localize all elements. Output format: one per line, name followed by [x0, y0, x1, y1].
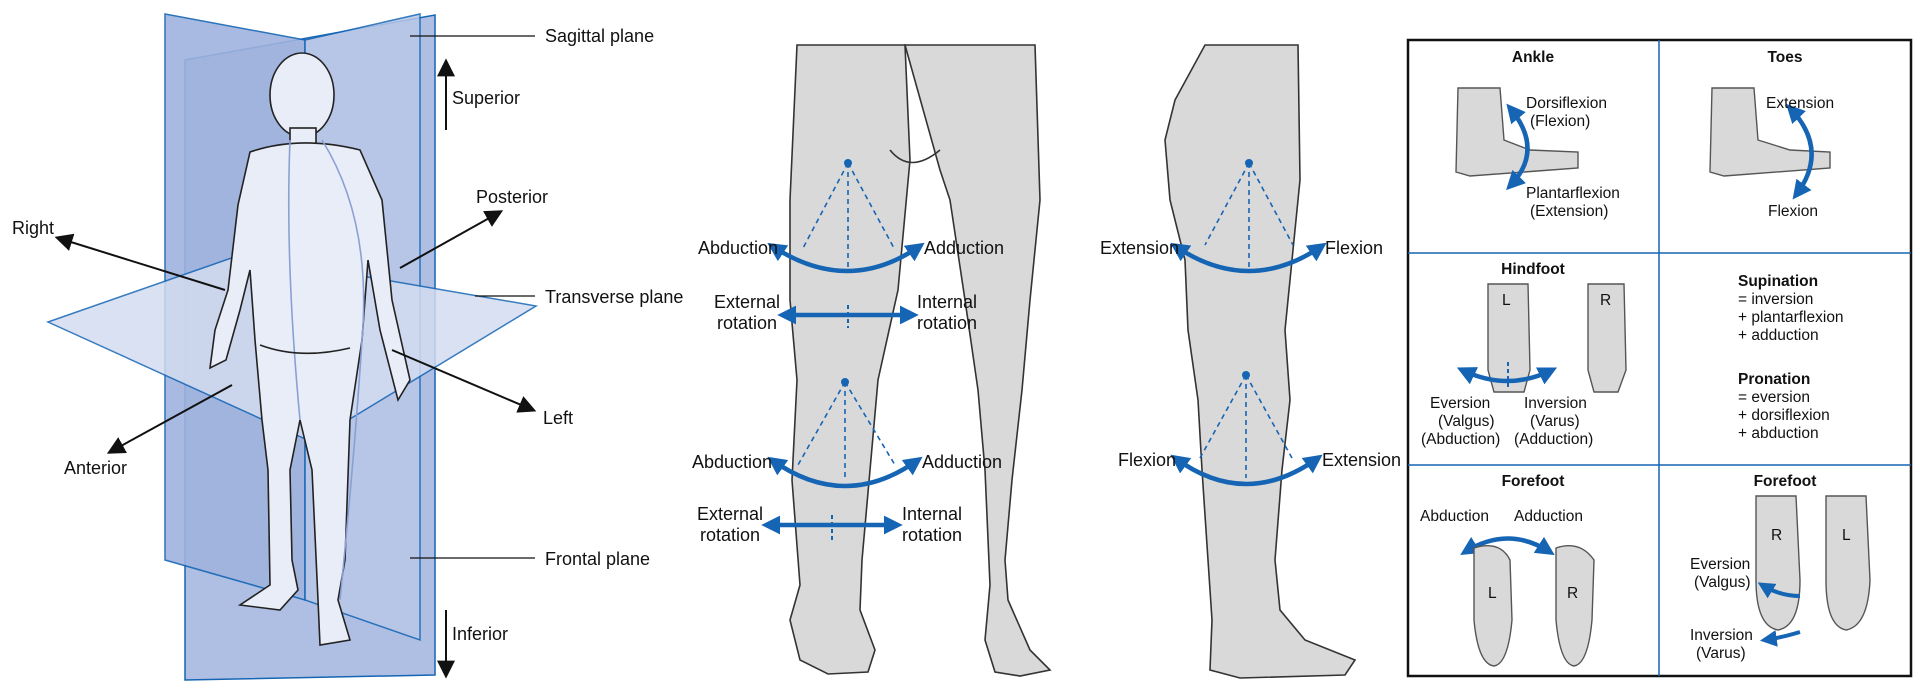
- hip-internal-rotation-label-1: Internal: [917, 292, 977, 312]
- pronation-line-3: + abduction: [1738, 425, 1819, 442]
- dorsiflexion-label: Dorsiflexion: [1526, 95, 1607, 112]
- toes-extension-flexion-arrow: [1786, 103, 1814, 200]
- pronation-line-2: + dorsiflexion: [1738, 407, 1830, 424]
- knee-flexion-extension-arrow: [1170, 454, 1323, 487]
- right-axis-arrow: [54, 233, 226, 291]
- knee-internal-rotation-label-2: rotation: [902, 525, 962, 545]
- inversion-label: Inversion: [1524, 395, 1587, 412]
- forefoot-eversion-arrow: [1757, 582, 1801, 599]
- side-leg-panel: Extension Flexion Flexion Extension: [1100, 44, 1401, 679]
- forefoot-abduction-adduction-arrow: [1460, 536, 1555, 556]
- toes-flexion-label: Flexion: [1768, 203, 1818, 220]
- sagittal-plane-label: Sagittal plane: [545, 26, 654, 46]
- front-leg-right: [789, 44, 911, 675]
- eversion-valgus-label: (Valgus): [1438, 413, 1495, 430]
- hip-abduction-adduction-arrow: [767, 242, 925, 274]
- front-leg-left: [903, 44, 1052, 677]
- forefoot-adduction-label: Adduction: [1514, 508, 1583, 525]
- foot-motion-panel: Ankle Dorsiflexion (Flexion) Plantarflex…: [1406, 38, 1913, 678]
- plantarflexion-sub-label: (Extension): [1530, 203, 1608, 220]
- supination-line-2: + plantarflexion: [1738, 309, 1844, 326]
- forefoot-a-left-letter: L: [1488, 585, 1497, 602]
- toes-title: Toes: [1767, 49, 1802, 66]
- anterior-axis-arrow: [106, 384, 233, 454]
- dorsiflexion-sub-label: (Flexion): [1530, 113, 1590, 130]
- inversion-adduction-label: (Adduction): [1514, 431, 1593, 448]
- eversion-abduction-label: (Abduction): [1421, 431, 1500, 448]
- hindfoot-cell: Hindfoot L R Eversion (Valgus) (Abductio…: [1421, 261, 1627, 448]
- forefoot-b-right-letter: R: [1771, 527, 1782, 544]
- pronation-line-1: = eversion: [1738, 389, 1810, 406]
- right-label: Right: [12, 218, 54, 238]
- forefoot-eversion-cell: Forefoot R L Eversion (Valgus) Inversion…: [1690, 473, 1871, 662]
- toes-cell: Toes Extension Flexion: [1709, 49, 1834, 220]
- hip-external-rotation-label-1: External: [714, 292, 780, 312]
- ankle-title: Ankle: [1512, 49, 1555, 66]
- inferior-label: Inferior: [452, 624, 508, 644]
- knee-flexion-label: Flexion: [1118, 450, 1176, 470]
- forefoot-abduction-cell: Forefoot Abduction Adduction L R: [1420, 473, 1595, 667]
- knee-external-rotation-label-2: rotation: [700, 525, 760, 545]
- supination-title: Supination: [1738, 273, 1818, 290]
- hindfoot-left-letter: L: [1502, 292, 1511, 309]
- transverse-plane-label: Transverse plane: [545, 287, 683, 307]
- knee-extension-label: Extension: [1322, 450, 1401, 470]
- forefoot-abduction-label: Abduction: [1420, 508, 1489, 525]
- posterior-axis-arrow: [399, 210, 504, 269]
- forefoot-inversion-label: Inversion: [1690, 627, 1753, 644]
- forefoot-a-right-letter: R: [1567, 585, 1578, 602]
- hindfoot-title: Hindfoot: [1501, 261, 1565, 278]
- anterior-label: Anterior: [64, 458, 127, 478]
- pronation-title: Pronation: [1738, 371, 1810, 388]
- left-axis-arrow: [391, 349, 537, 413]
- plantarflexion-label: Plantarflexion: [1526, 185, 1620, 202]
- superior-label: Superior: [452, 88, 520, 108]
- knee-internal-rotation-label-1: Internal: [902, 504, 962, 524]
- supination-pronation-cell: Supination = inversion + plantarflexion …: [1738, 273, 1844, 442]
- hindfoot-eversion-inversion-arrow: [1456, 367, 1558, 385]
- forefoot-inversion-arrow: [1760, 630, 1801, 647]
- hip-adduction-label: Adduction: [924, 238, 1004, 258]
- ankle-dorsi-plantar-arrow: [1506, 103, 1530, 191]
- eversion-label: Eversion: [1430, 395, 1490, 412]
- hip-flexion-label: Flexion: [1325, 238, 1383, 258]
- knee-abduction-label: Abduction: [692, 452, 772, 472]
- forefoot-eversion-valgus-label: (Valgus): [1694, 574, 1751, 591]
- frontal-legs-panel: Abduction Adduction External rotation In…: [692, 44, 1052, 677]
- hip-abduction-label: Abduction: [698, 238, 778, 258]
- hip-extension-flexion-arrow: [1170, 242, 1327, 274]
- frontal-plane-label: Frontal plane: [545, 549, 650, 569]
- forefoot-inversion-varus-label: (Varus): [1696, 645, 1746, 662]
- knee-external-rotation-label-1: External: [697, 504, 763, 524]
- hip-extension-label: Extension: [1100, 238, 1179, 258]
- hindfoot-right-letter: R: [1600, 292, 1611, 309]
- forefoot-b-left-letter: L: [1842, 527, 1851, 544]
- supination-line-1: = inversion: [1738, 291, 1813, 308]
- toes-extension-label: Extension: [1766, 95, 1834, 112]
- forefoot-b-title: Forefoot: [1754, 473, 1817, 490]
- posterior-label: Posterior: [476, 187, 548, 207]
- left-label: Left: [543, 408, 573, 428]
- supination-line-3: + adduction: [1738, 327, 1819, 344]
- hip-internal-rotation-label-2: rotation: [917, 313, 977, 333]
- side-leg: [1164, 44, 1357, 679]
- hip-external-rotation-label-2: rotation: [717, 313, 777, 333]
- knee-adduction-label: Adduction: [922, 452, 1002, 472]
- ankle-cell: Ankle Dorsiflexion (Flexion) Plantarflex…: [1455, 49, 1620, 220]
- body-planes-panel: Sagittal plane Superior Posterior Right …: [12, 13, 683, 681]
- forefoot-a-title: Forefoot: [1502, 473, 1565, 490]
- forefoot-eversion-label: Eversion: [1690, 556, 1750, 573]
- human-figure: [209, 52, 411, 646]
- inversion-varus-label: (Varus): [1530, 413, 1580, 430]
- knee-abduction-adduction-arrow: [767, 456, 923, 489]
